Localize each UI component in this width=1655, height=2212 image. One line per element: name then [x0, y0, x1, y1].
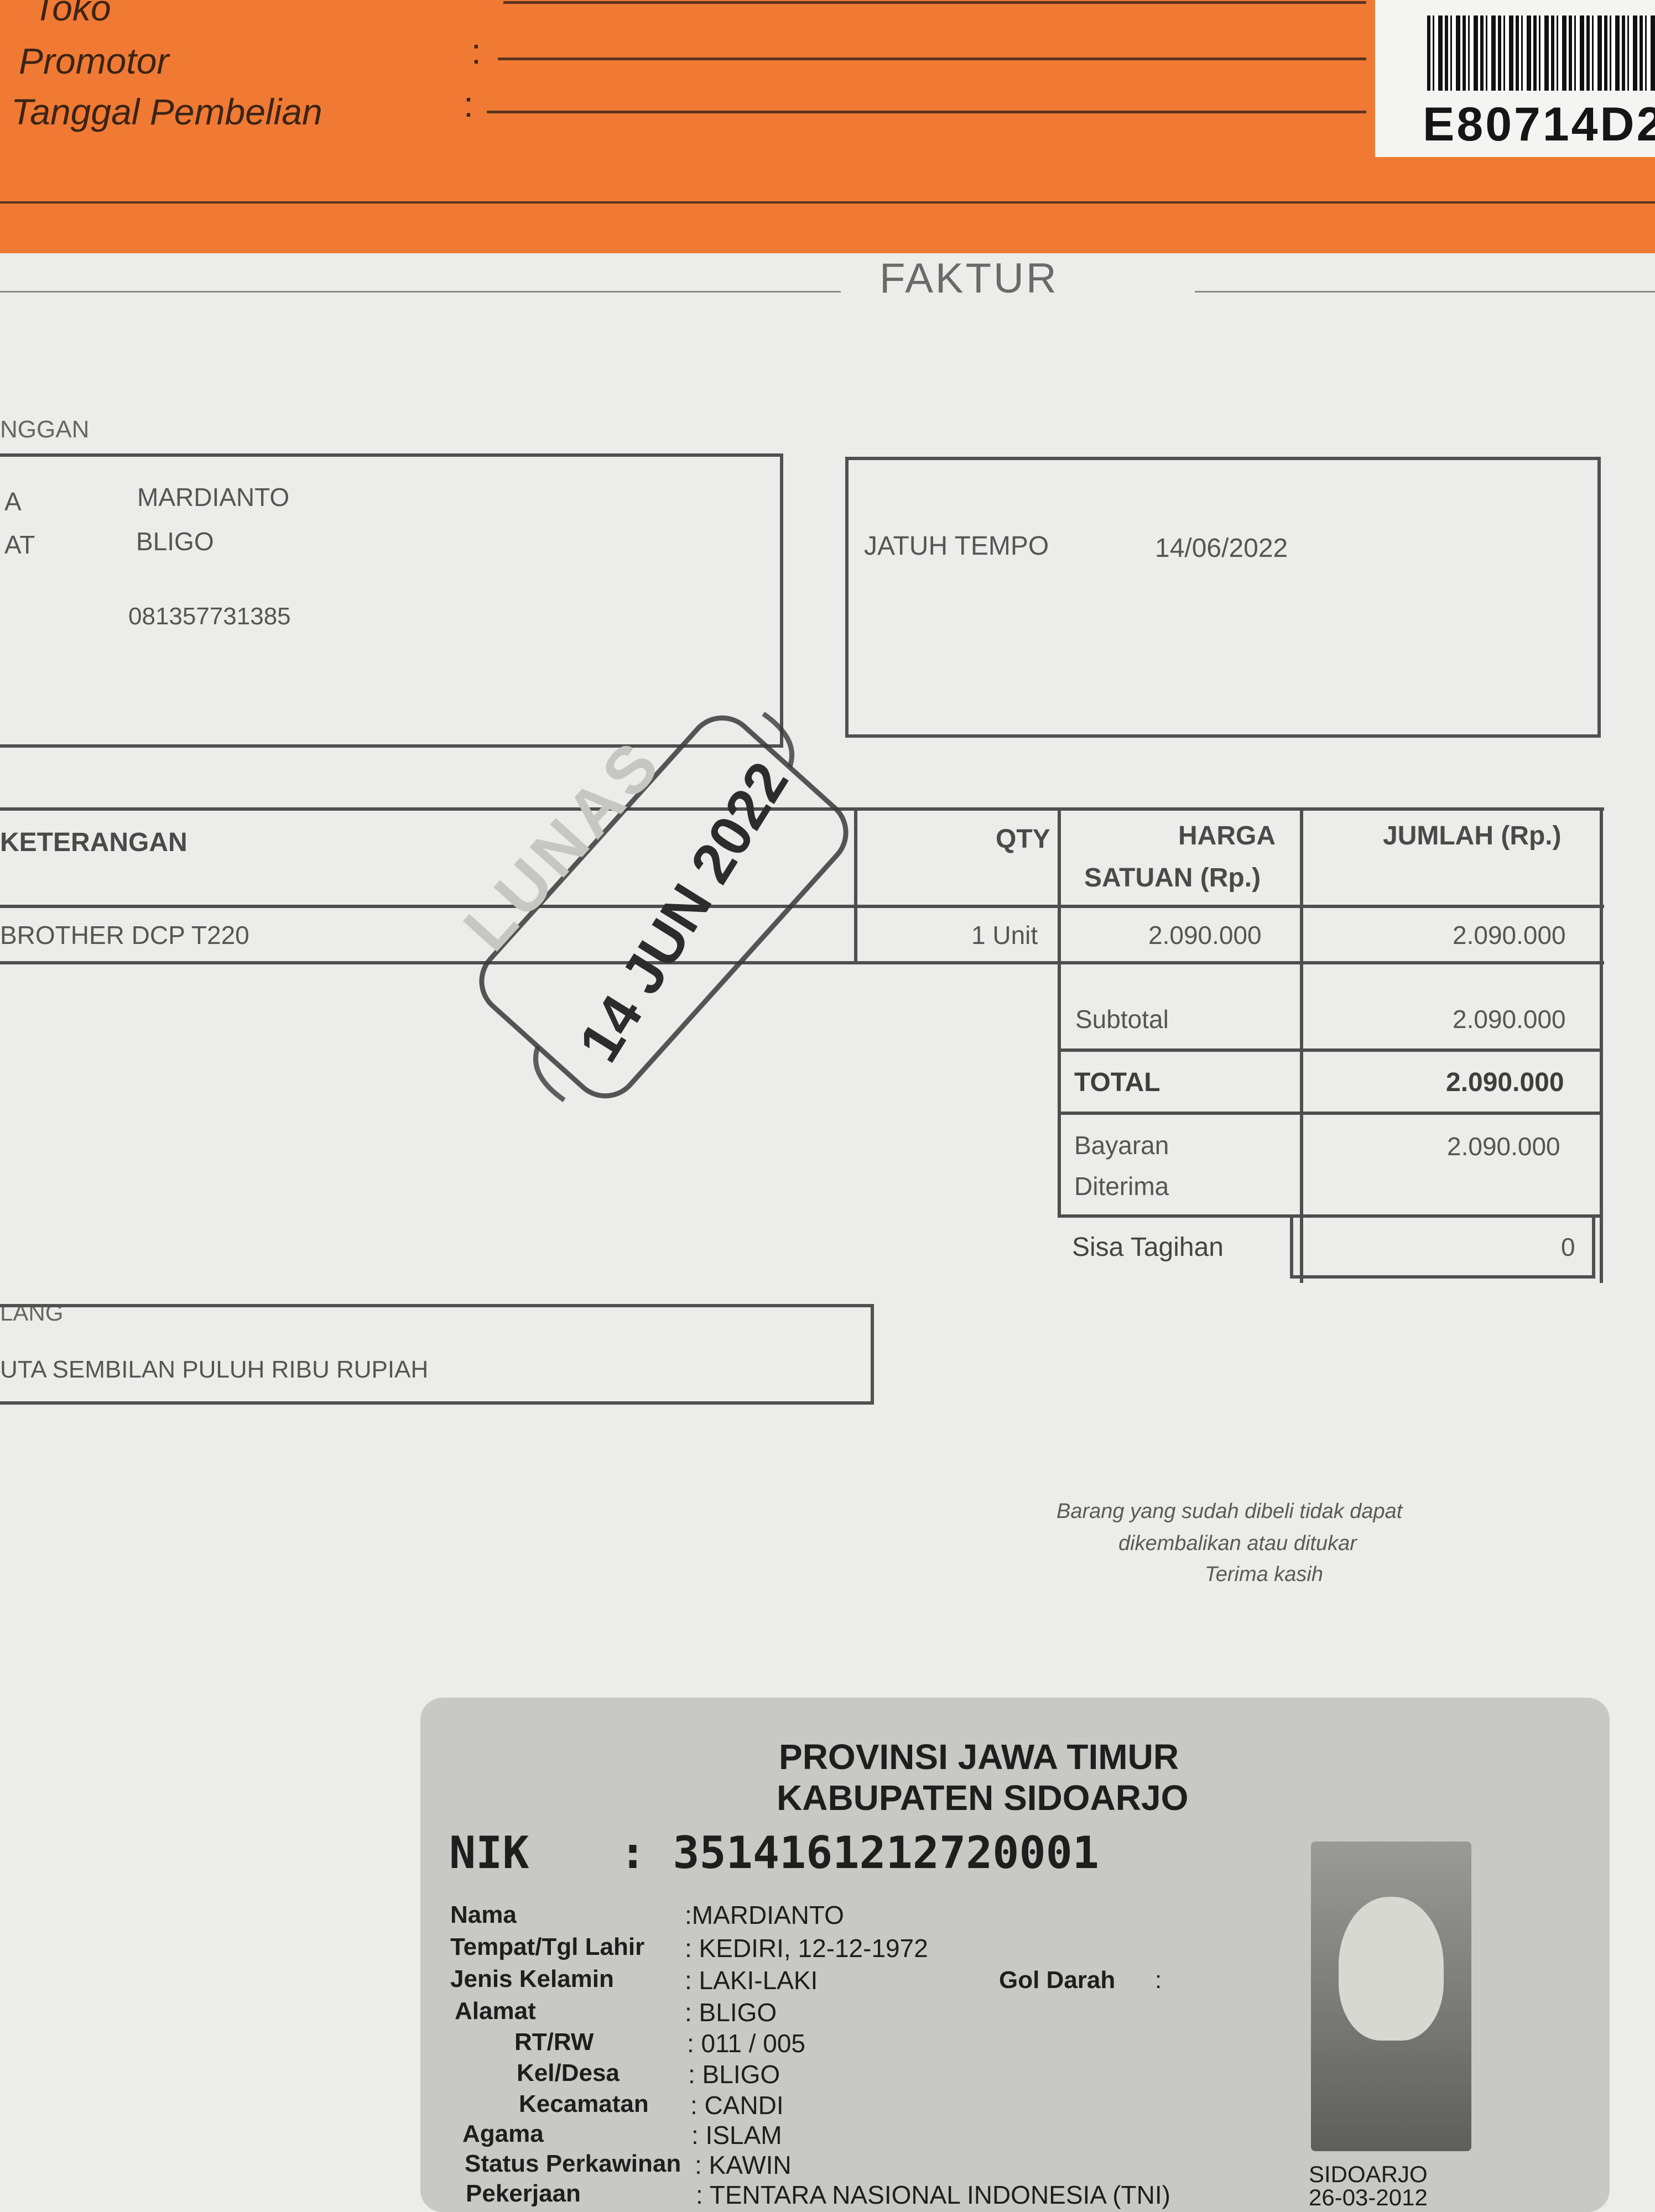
- tanggal-label: Tanggal Pembelian: [11, 91, 322, 132]
- id-field-label: Jenis Kelamin: [450, 1965, 614, 1992]
- tanggal-colon: :: [464, 85, 473, 124]
- table-top-rule: [0, 807, 1604, 811]
- stamp-outline: [479, 712, 849, 1102]
- paid-stamp: LUNAS: [273, 517, 1054, 1297]
- promotor-line: [498, 58, 1366, 60]
- col-rule-qty: [854, 807, 857, 964]
- terbilang-label: LANG: [0, 1300, 64, 1326]
- id-field-value: : KAWIN: [695, 2151, 792, 2179]
- title-rule-right: [1195, 291, 1655, 293]
- customer-name: MARDIANTO: [137, 483, 290, 512]
- barcode-number: E80714D2: [1423, 98, 1655, 151]
- totals-left-rule: [1058, 961, 1061, 1217]
- customer-section-label: NGGAN: [0, 416, 90, 443]
- customer-box: [0, 453, 783, 748]
- col-header-qty: QTY: [996, 825, 1050, 854]
- id-field-label: Pekerjaan: [466, 2180, 581, 2207]
- subtotal-label: Subtotal: [1075, 1005, 1169, 1034]
- paid-value: 2.090.000: [1447, 1132, 1560, 1161]
- toko-label: Toko: [33, 0, 111, 28]
- id-field-value: : TENTARA NASIONAL INDONESIA (TNI): [696, 2180, 1170, 2209]
- id-field-label: Status Perkawinan: [465, 2150, 681, 2177]
- id-field-value: : BLIGO: [688, 2060, 780, 2089]
- due-date-box: [845, 457, 1601, 738]
- id-gol-darah-label: Gol Darah: [999, 1966, 1116, 1994]
- promotor-colon: :: [471, 32, 481, 71]
- id-nik-label: NIK: [449, 1827, 529, 1879]
- total-rule: [1058, 1112, 1603, 1115]
- id-field-label: Kecamatan: [519, 2090, 649, 2117]
- note-line-2: dikembalikan atau ditukar: [1118, 1532, 1357, 1555]
- id-field-label: Nama: [450, 1901, 517, 1928]
- paid-label-2: Diterima: [1074, 1172, 1169, 1201]
- col-header-keterangan: KETERANGAN: [0, 828, 188, 857]
- col-rule-jumlah: [1300, 807, 1303, 1283]
- remaining-box: [1290, 1214, 1595, 1279]
- customer-name-label: A: [4, 487, 22, 516]
- due-date: 14/06/2022: [1155, 534, 1288, 563]
- id-field-value: : 011 / 005: [687, 2029, 805, 2058]
- paid-label-1: Bayaran: [1074, 1131, 1169, 1160]
- table-row-rule: [0, 961, 1604, 964]
- item-description: BROTHER DCP T220: [0, 921, 249, 950]
- terbilang-box: [0, 1304, 874, 1405]
- invoice-title: FAKTUR: [879, 255, 1059, 302]
- tanggal-line: [487, 111, 1366, 113]
- customer-phone: 081357731385: [128, 603, 291, 630]
- id-regency: KABUPATEN SIDOARJO: [777, 1778, 1189, 1818]
- toko-line: [503, 1, 1366, 4]
- id-issue-date: 26-03-2012: [1309, 2184, 1428, 2210]
- id-field-label: Kel/Desa: [517, 2059, 620, 2086]
- id-field-value: : CANDI: [690, 2091, 784, 2120]
- barcode: [1427, 15, 1655, 91]
- remaining-label: Sisa Tagihan: [1072, 1233, 1224, 1262]
- customer-address: BLIGO: [136, 527, 214, 556]
- due-date-label: JATUH TEMPO: [864, 531, 1049, 561]
- id-nik: : 3514161212720001: [620, 1827, 1099, 1879]
- item-qty: 1 Unit: [971, 921, 1038, 950]
- id-province: PROVINSI JAWA TIMUR: [779, 1737, 1179, 1777]
- note-line-3: Terima kasih: [1205, 1563, 1324, 1586]
- id-field-label: Tempat/Tgl Lahir: [450, 1933, 645, 1960]
- customer-address-label: AT: [4, 530, 35, 559]
- subtotal-rule: [1058, 1048, 1603, 1052]
- col-header-harga-1: HARGA: [1178, 821, 1276, 851]
- id-field-label: Alamat: [455, 1997, 536, 2025]
- table-header-rule: [0, 905, 1604, 908]
- paid-rule: [1058, 1214, 1603, 1218]
- id-gol-darah-value: :: [1155, 1966, 1162, 1994]
- id-field-value: :MARDIANTO: [685, 1901, 844, 1929]
- note-line-1: Barang yang sudah dibeli tidak dapat: [1057, 1500, 1403, 1523]
- col-header-harga-2: SATUAN (Rp.): [1084, 863, 1261, 893]
- id-field-value: : ISLAM: [691, 2121, 782, 2150]
- col-rule-right: [1600, 807, 1603, 1283]
- total-label: TOTAL: [1074, 1068, 1160, 1097]
- title-rule-left: [0, 291, 841, 293]
- id-field-label: RT/RW: [514, 2028, 594, 2056]
- id-issue-place: SIDOARJO: [1309, 2161, 1428, 2187]
- id-photo-face: [1339, 1897, 1444, 2041]
- card-divider: [0, 201, 1655, 204]
- subtotal-value: 2.090.000: [1453, 1005, 1566, 1034]
- total-value: 2.090.000: [1446, 1068, 1564, 1097]
- col-header-jumlah: JUMLAH (Rp.): [1383, 821, 1562, 851]
- item-amount: 2.090.000: [1453, 921, 1566, 950]
- id-field-label: Agama: [462, 2120, 544, 2147]
- item-unit-price: 2.090.000: [1148, 921, 1262, 950]
- remaining-value: 0: [1561, 1233, 1575, 1261]
- terbilang-text: UTA SEMBILAN PULUH RIBU RUPIAH: [0, 1356, 429, 1383]
- id-field-value: : KEDIRI, 12-12-1972: [685, 1934, 928, 1963]
- promotor-label: Promotor: [19, 40, 169, 81]
- id-field-value: : LAKI-LAKI: [685, 1966, 818, 1995]
- id-field-value: : BLIGO: [685, 1998, 777, 2027]
